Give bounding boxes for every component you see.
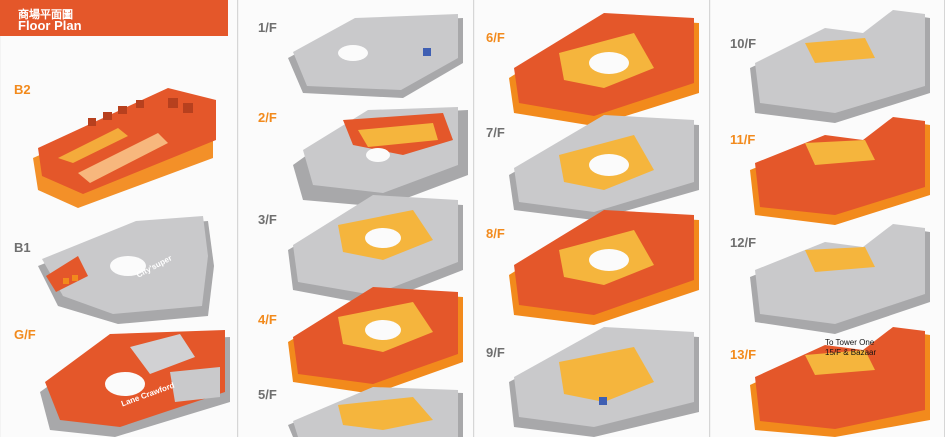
9f-map <box>509 327 699 437</box>
floor-label-7f: 7/F <box>486 125 505 140</box>
2f-map <box>293 107 468 207</box>
floor-label-12f: 12/F <box>730 235 757 250</box>
10f-map <box>750 10 930 123</box>
floor-label-8f: 8/F <box>486 226 505 241</box>
floor-label-gf: G/F <box>14 327 36 342</box>
panel-1: 商場平面圖 Floor Plan B2 B1 G/F <box>0 0 238 437</box>
floor-label-b1: B1 <box>14 240 31 255</box>
floor-label-11f: 11/F <box>730 132 756 147</box>
floor-label-3f: 3/F <box>258 212 277 227</box>
title-en: Floor Plan <box>18 18 82 33</box>
11f-map <box>750 117 930 225</box>
6f-map <box>509 13 699 126</box>
13f-map <box>750 327 930 437</box>
floor-label-10f: 10/F <box>730 36 757 51</box>
floor-label-9f: 9/F <box>486 345 505 360</box>
b1-map <box>38 216 214 324</box>
4f-map <box>288 287 463 394</box>
to-tower-one-label: To Tower One 15/F & Bazaar <box>825 338 876 358</box>
floor-label-5f: 5/F <box>258 387 277 402</box>
floor-label-1f: 1/F <box>258 20 277 35</box>
to-tower-one-text: To Tower One <box>825 338 875 347</box>
floor-label-13f: 13/F <box>730 347 757 362</box>
panel-3: 6/F 7/F 8/F 9/F <box>474 0 710 437</box>
5f-map <box>288 387 463 437</box>
title-zh: 商場平面圖 <box>18 9 73 21</box>
1f-map <box>288 14 463 98</box>
7f-map <box>509 115 699 220</box>
floor-label-2f: 2/F <box>258 110 277 125</box>
3f-map <box>288 195 463 305</box>
to-15f-bazaar-text: 15/F & Bazaar <box>825 348 877 357</box>
floor-label-6f: 6/F <box>486 30 505 45</box>
b2-map <box>33 88 216 208</box>
8f-map <box>509 210 699 325</box>
panel-2: 1/F 2/F 3/F 4/F 5/F <box>238 0 474 437</box>
panel-4: 10/F 11/F 12/F 13/F To Tower <box>710 0 945 437</box>
12f-map <box>750 224 930 334</box>
gf-map <box>40 330 230 437</box>
floor-label-4f: 4/F <box>258 312 277 327</box>
title-bar: 商場平面圖 Floor Plan <box>0 0 228 36</box>
floor-label-b2: B2 <box>14 82 31 97</box>
